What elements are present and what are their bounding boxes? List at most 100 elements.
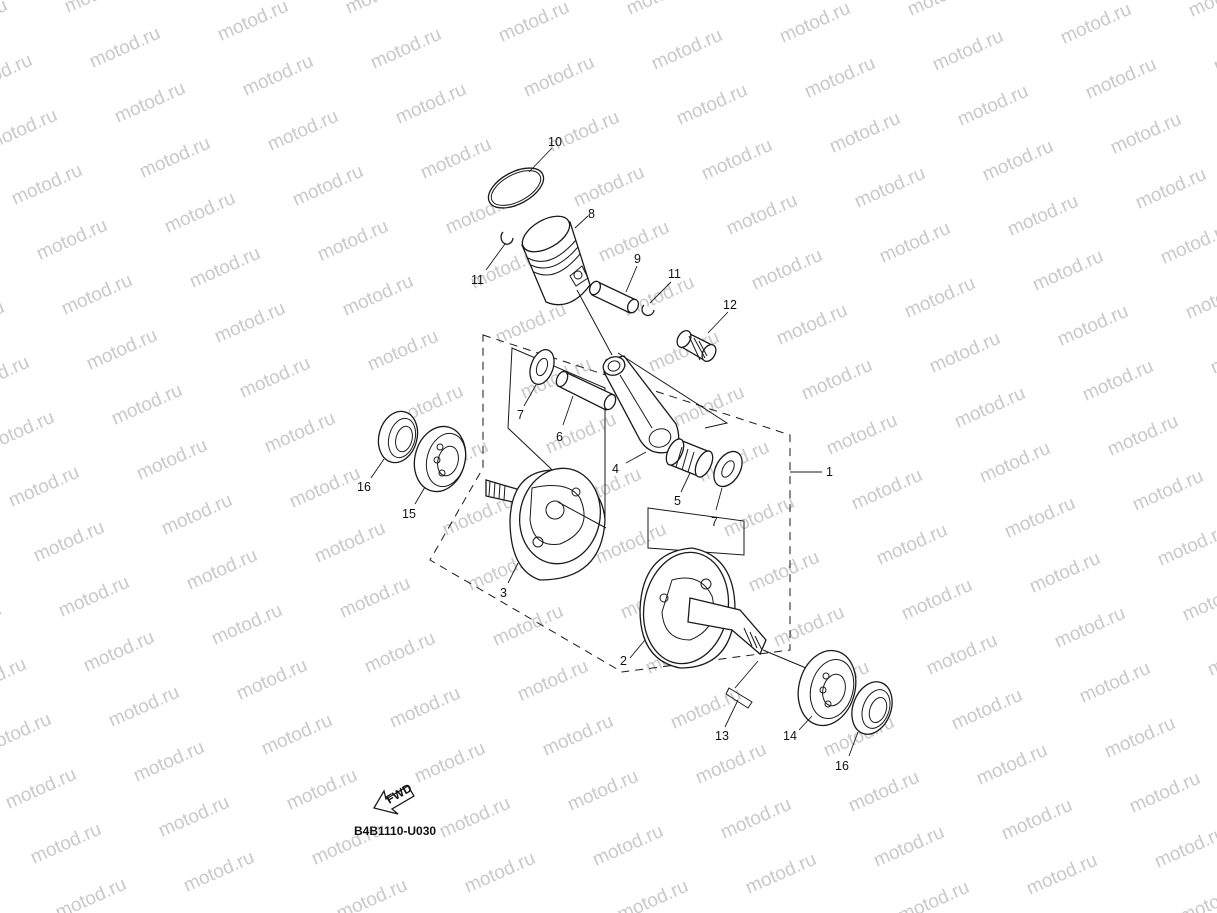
- watermark-text: motod.ru: [873, 520, 950, 570]
- watermark-text: motod.ru: [723, 190, 800, 240]
- watermark-text: motod.ru: [1151, 823, 1217, 873]
- callout-16b: 16: [835, 759, 849, 773]
- callout-14: 14: [783, 729, 797, 743]
- watermark-text: motod.ru: [1154, 521, 1217, 571]
- watermark-text: motod.ru: [1001, 493, 1078, 543]
- watermark-text: motod.ru: [411, 738, 488, 788]
- callout-11a: 11: [471, 273, 484, 287]
- leader-8: [574, 215, 589, 229]
- watermark-text: motod.ru: [130, 737, 207, 787]
- watermark-text: motod.ru: [461, 848, 538, 898]
- watermark-text: motod.ru: [339, 271, 416, 321]
- watermark-text: motod.ru: [417, 134, 494, 184]
- connecting-rod: [602, 355, 680, 454]
- watermark-text: motod.ru: [364, 326, 441, 376]
- watermark-text: motod.ru: [979, 136, 1056, 186]
- callout-10: 10: [548, 135, 562, 149]
- watermark-text: motod.ru: [311, 518, 388, 568]
- watermark-text: motod.ru: [111, 78, 188, 128]
- watermark-text: motod.ru: [314, 216, 391, 266]
- watermark-text: motod.ru: [1029, 246, 1106, 296]
- watermark-text: motod.ru: [30, 517, 107, 567]
- leader-3: [507, 562, 519, 584]
- leader-7a: [523, 384, 537, 407]
- watermark-text: motod.ru: [52, 874, 129, 913]
- crankshaft-left: [485, 467, 607, 581]
- small-end-bearing: [676, 329, 717, 363]
- watermark-text: motod.ru: [614, 876, 691, 913]
- big-end-bearing: [665, 438, 714, 478]
- watermark-text: motod.ru: [1051, 603, 1128, 653]
- piston: [521, 215, 591, 306]
- watermark-text: motod.ru: [717, 794, 794, 844]
- watermark-text: motod.ru: [0, 0, 11, 45]
- piston-pin: [588, 280, 640, 314]
- watermark-text: motod.ru: [770, 602, 847, 652]
- leader-15: [414, 486, 426, 505]
- watermark-text: motod.ru: [876, 218, 953, 268]
- watermark-text: motod.ru: [436, 793, 513, 843]
- watermark-text: motod.ru: [58, 270, 135, 320]
- watermark-text: motod.ru: [55, 572, 132, 622]
- watermark-text: motod.ru: [27, 819, 104, 869]
- watermark-text: motod.ru: [489, 601, 566, 651]
- watermark-text: motod.ru: [0, 297, 8, 347]
- fwd-arrow-icon: FWD: [372, 781, 415, 815]
- callout-8: 8: [588, 207, 595, 221]
- watermark-text: motod.ru: [2, 764, 79, 814]
- watermark-text: motod.ru: [392, 79, 469, 129]
- watermark-text: motod.ru: [951, 383, 1028, 433]
- callout-15: 15: [402, 507, 416, 521]
- watermark-text: motod.ru: [798, 355, 875, 405]
- watermark-text: motod.ru: [1210, 27, 1217, 77]
- watermark-text: motod.ru: [83, 325, 160, 375]
- callout-6: 6: [556, 430, 563, 444]
- watermark-text: motod.ru: [233, 655, 310, 705]
- callout-13: 13: [715, 729, 729, 743]
- watermark-text: motod.ru: [851, 163, 928, 213]
- callout-7b: 7: [711, 515, 718, 529]
- watermark-text: motod.ru: [186, 243, 263, 293]
- leader-7b: [715, 487, 723, 511]
- watermark-text: motod.ru: [61, 0, 138, 18]
- thrust-washer-right: [713, 450, 743, 488]
- oil-seal-right: [851, 681, 893, 735]
- watermark-text: motod.ru: [1176, 878, 1217, 913]
- leader-11b: [649, 281, 672, 304]
- watermark-text: motod.ru: [80, 627, 157, 677]
- watermark-text: motod.ru: [670, 382, 747, 432]
- watermark-text: motod.ru: [564, 766, 641, 816]
- leader-2: [629, 639, 646, 659]
- watermark-text: motod.ru: [623, 0, 700, 20]
- watermark-text: motod.ru: [545, 107, 622, 157]
- watermark-text: motod.ru: [289, 161, 366, 211]
- watermark-text: motod.ru: [1179, 576, 1217, 626]
- callout-4: 4: [612, 462, 619, 476]
- watermark-text: motod.ru: [258, 710, 335, 760]
- watermark-text: motod.ru: [514, 656, 591, 706]
- watermark-text: motod.ru: [0, 599, 5, 649]
- key-guide: [734, 660, 759, 689]
- watermark-text: motod.ru: [361, 628, 438, 678]
- watermark-text: motod.ru: [0, 407, 58, 457]
- crank-pin: [555, 370, 617, 411]
- watermark-text: motod.ru: [133, 435, 210, 485]
- watermark-text: motod.ru: [214, 0, 291, 46]
- main-bearing-left: [413, 425, 467, 493]
- watermark-text: motod.ru: [823, 410, 900, 460]
- watermark-text: motod.ru: [954, 81, 1031, 131]
- oil-seal-left: [377, 410, 419, 464]
- watermark-text: motod.ru: [720, 492, 797, 542]
- watermark-text: motod.ru: [161, 188, 238, 238]
- callout-3: 3: [500, 586, 507, 600]
- watermark-text: motod.ru: [180, 847, 257, 897]
- leader-4: [625, 451, 647, 464]
- piston-pin-clip-right: [641, 304, 655, 317]
- watermark-text: motod.ru: [336, 573, 413, 623]
- callout-11b: 11: [668, 267, 681, 281]
- watermark-text: motod.ru: [1004, 191, 1081, 241]
- watermark-text: motod.ru: [1182, 274, 1217, 324]
- watermark-text: motod.ru: [8, 160, 85, 210]
- leader-14: [798, 715, 813, 731]
